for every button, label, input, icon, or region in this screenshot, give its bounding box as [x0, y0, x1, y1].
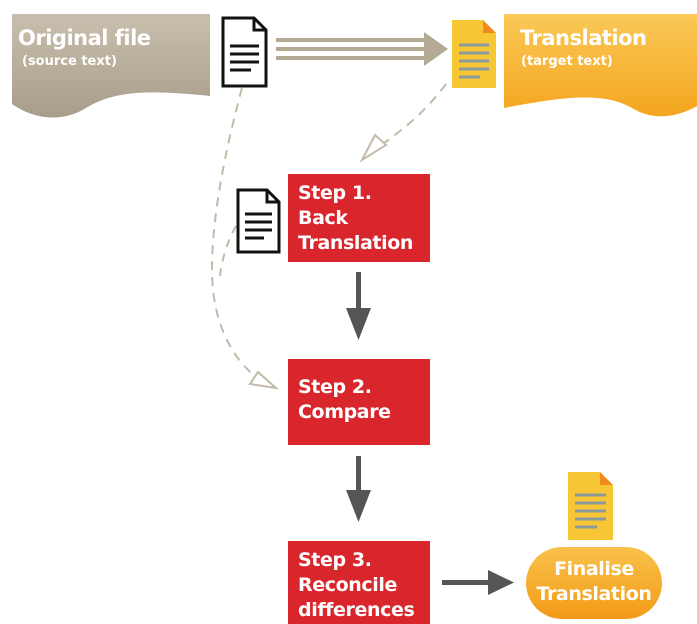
final-line-1: Finalise — [554, 558, 634, 580]
dashed-arrow-to-step2 — [210, 87, 280, 390]
step-3-line-2: Reconcile — [298, 574, 397, 596]
source-subtitle: (source text) — [22, 54, 117, 69]
dashed-arrow-to-step1 — [359, 83, 447, 163]
step-2-line-1: Step 2. — [298, 376, 372, 398]
target-banner — [504, 14, 697, 117]
step-3-line-3: differences — [298, 599, 415, 621]
step-3-line-1: Step 3. — [298, 549, 372, 571]
final-document-icon — [568, 472, 613, 540]
step-2-box: Step 2. Compare — [288, 359, 430, 445]
arrow-step2-to-step3 — [346, 456, 371, 522]
arrow-step1-to-step2 — [346, 272, 371, 340]
back-translation-document-icon — [236, 188, 281, 254]
finalise-translation-pill: Finalise Translation — [526, 547, 662, 619]
target-subtitle: (target text) — [521, 54, 613, 69]
source-title: Original file — [18, 26, 151, 50]
step-1-box: Step 1. Back Translation — [288, 174, 430, 262]
arrow-step3-to-final — [442, 570, 514, 595]
source-document-icon — [221, 16, 268, 88]
step-2-line-2: Compare — [298, 401, 391, 423]
step-1-line-3: Translation — [298, 232, 414, 254]
target-document-icon — [452, 20, 496, 88]
source-banner — [12, 14, 210, 118]
step-1-line-1: Step 1. — [298, 182, 372, 204]
step-3-box: Step 3. Reconcile differences — [288, 541, 430, 624]
final-line-2: Translation — [536, 583, 652, 605]
target-title: Translation — [520, 26, 647, 50]
step-1-line-2: Back — [298, 207, 348, 229]
translate-arrow — [276, 32, 448, 66]
dashed-connector — [219, 225, 237, 277]
